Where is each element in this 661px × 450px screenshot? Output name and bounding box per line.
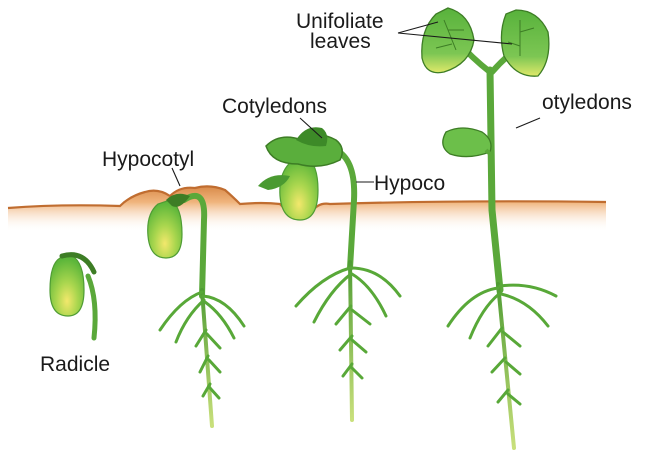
stage2-roots [160, 290, 244, 426]
label-cotyledons-stage4: otyledons [542, 92, 632, 113]
label-unifoliate-leaves: Unifoliate leaves [296, 12, 384, 52]
label-cotyledons-stage3: Cotyledons [222, 96, 327, 117]
stage1-seed [50, 255, 95, 338]
label-hypocotyl-stage3: Hypoco [374, 173, 445, 194]
stage3-roots [296, 262, 400, 420]
label-unifoliate-line2: leaves [296, 32, 384, 52]
label-unifoliate-line1: Unifoliate [296, 12, 384, 32]
stage4-roots [448, 284, 556, 448]
label-hypocotyl-stage2: Hypocotyl [102, 149, 194, 170]
label-radicle: Radicle [40, 354, 110, 375]
